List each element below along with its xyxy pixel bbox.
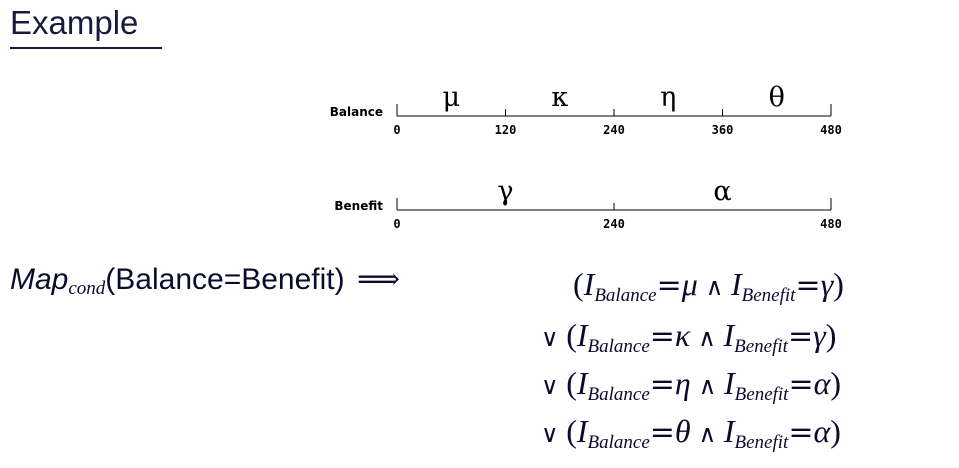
or-symbol: ∨ bbox=[541, 372, 567, 400]
equals-sign: = bbox=[788, 415, 814, 450]
disjunction-term: ∨ (IBalance=η ∧ IBenefit=α) bbox=[541, 365, 841, 413]
equals-sign: = bbox=[787, 319, 814, 354]
open-paren: ( bbox=[566, 365, 577, 401]
open-paren: ( bbox=[566, 317, 577, 353]
close-paren: ) bbox=[833, 266, 844, 302]
balance-value: μ bbox=[681, 266, 706, 302]
benefit-axis-label: Benefit bbox=[334, 199, 383, 213]
balance-value: κ bbox=[674, 317, 699, 353]
close-paren: ) bbox=[825, 317, 837, 353]
and-symbol: ∧ bbox=[705, 273, 731, 301]
map-expression: Mapcond(Balance=Benefit) ⟹ bbox=[10, 262, 400, 300]
balance-interval-label: κ bbox=[551, 82, 568, 113]
title-underline bbox=[10, 47, 162, 49]
map-argument: (Balance=Benefit) bbox=[105, 263, 345, 296]
equals-sign: = bbox=[788, 367, 814, 402]
equals-sign: = bbox=[649, 319, 675, 354]
indicator-variable: I bbox=[723, 317, 735, 353]
disjunction-term: ∨ (IBalance=θ ∧ IBenefit=α) bbox=[541, 413, 841, 461]
indicator-variable: I bbox=[724, 365, 735, 401]
map-word: Map bbox=[10, 263, 69, 296]
or-symbol: ∨ bbox=[541, 420, 567, 448]
indicator-variable: I bbox=[576, 317, 588, 353]
balance-value: θ bbox=[674, 413, 699, 449]
and-symbol: ∧ bbox=[698, 372, 724, 400]
benefit-value: γ bbox=[813, 317, 826, 353]
indicator-variable: I bbox=[583, 266, 595, 302]
balance-interval-label: θ bbox=[769, 82, 785, 113]
open-paren: ( bbox=[566, 413, 577, 449]
benefit-tick-label: 0 bbox=[393, 217, 400, 231]
balance-interval-label: η bbox=[660, 82, 676, 113]
balance-subscript: Balance bbox=[594, 285, 657, 306]
benefit-tick-label: 240 bbox=[603, 217, 625, 231]
balance-tick-label: 120 bbox=[495, 123, 517, 137]
benefit-subscript: Benefit bbox=[734, 336, 788, 357]
or-symbol: ∨ bbox=[541, 324, 567, 352]
balance-tick-label: 0 bbox=[393, 123, 400, 137]
and-symbol: ∧ bbox=[698, 420, 724, 448]
equals-sign: = bbox=[649, 367, 675, 402]
equals-sign: = bbox=[656, 268, 682, 303]
balance-value: η bbox=[674, 365, 699, 401]
implies-arrow: ⟹ bbox=[356, 262, 400, 297]
slide-title: Example bbox=[10, 4, 139, 41]
balance-axis-label: Balance bbox=[330, 105, 383, 119]
indicator-variable: I bbox=[730, 266, 742, 302]
balance-tick-label: 240 bbox=[603, 123, 625, 137]
benefit-interval-label: α bbox=[713, 176, 731, 207]
close-paren: ) bbox=[830, 413, 841, 449]
disjunction-term: ∨ (IBalance=κ ∧ IBenefit=γ) bbox=[541, 317, 836, 365]
balance-interval-label: μ bbox=[442, 82, 460, 113]
benefit-tick-label: 480 bbox=[820, 217, 842, 231]
benefit-value: α bbox=[813, 365, 831, 401]
disjunction-term: (IBalance=μ ∧ IBenefit=γ) bbox=[573, 266, 844, 314]
balance-subscript: Balance bbox=[587, 384, 650, 405]
indicator-variable: I bbox=[723, 413, 735, 449]
balance-subscript: Balance bbox=[587, 336, 650, 357]
benefit-value: γ bbox=[820, 266, 834, 302]
equals-sign: = bbox=[795, 268, 821, 303]
balance-tick-label: 360 bbox=[712, 123, 734, 137]
indicator-variable: I bbox=[576, 365, 588, 401]
balance-tick-label: 480 bbox=[820, 123, 842, 137]
benefit-interval-label: γ bbox=[497, 176, 513, 207]
benefit-subscript: Benefit bbox=[741, 285, 796, 306]
and-symbol: ∧ bbox=[698, 324, 724, 352]
benefit-subscript: Benefit bbox=[734, 384, 789, 405]
benefit-value: α bbox=[813, 413, 831, 449]
indicator-variable: I bbox=[576, 413, 588, 449]
equals-sign: = bbox=[649, 415, 675, 450]
map-subscript: cond bbox=[68, 278, 106, 299]
balance-subscript: Balance bbox=[587, 432, 650, 453]
close-paren: ) bbox=[830, 365, 842, 401]
benefit-subscript: Benefit bbox=[734, 432, 789, 453]
open-paren: ( bbox=[573, 266, 584, 302]
